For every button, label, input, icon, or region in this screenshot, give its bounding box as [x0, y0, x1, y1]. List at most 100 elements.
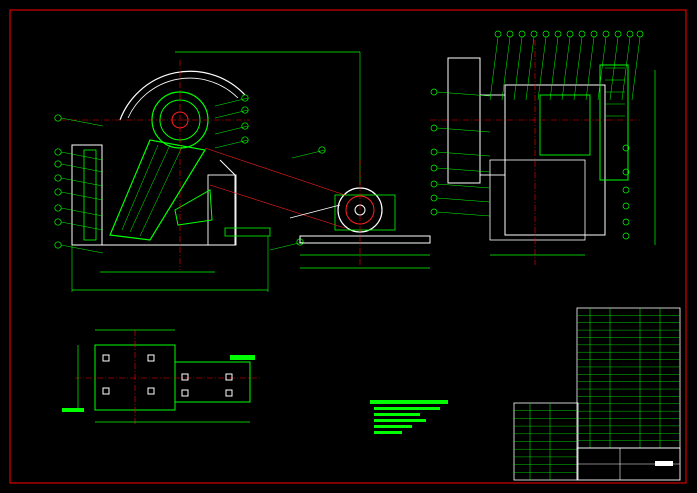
leader-line [436, 211, 491, 217]
pulley-grooves [605, 67, 625, 117]
leader-line [60, 207, 104, 217]
toggle-plate [174, 189, 213, 226]
item-balloon [494, 30, 502, 38]
item-balloon [506, 30, 514, 38]
anchor-bolts [102, 354, 233, 397]
leader-line [60, 177, 104, 187]
item-balloon [430, 164, 438, 172]
note-line [374, 431, 402, 434]
leader-line [436, 197, 491, 203]
item-balloon [622, 232, 630, 240]
leader-line [269, 241, 304, 251]
leader-line [597, 36, 607, 101]
motor-view [204, 147, 431, 270]
item-balloon [542, 30, 550, 38]
item-balloon [430, 180, 438, 188]
foundation-plan [62, 329, 260, 425]
front-view [54, 51, 361, 292]
item-balloon [430, 148, 438, 156]
anchor-bolt [102, 354, 110, 362]
item-balloon [554, 30, 562, 38]
item-balloon [614, 30, 622, 38]
item-balloon [566, 30, 574, 38]
anchor-bolt [225, 389, 233, 397]
note-line [374, 419, 426, 422]
leader-line [631, 36, 641, 101]
item-balloon [636, 30, 644, 38]
item-balloon [430, 88, 438, 96]
leader-line [214, 109, 249, 119]
anchor-bolt [147, 387, 155, 395]
leader-line [436, 167, 491, 173]
note-line [370, 400, 448, 404]
item-balloon [54, 160, 62, 168]
item-balloon [622, 168, 630, 176]
item-balloon [241, 106, 249, 114]
leader-line [436, 91, 491, 97]
technical-notes [370, 400, 448, 434]
leader-line [436, 127, 491, 133]
parts-list-table [576, 307, 681, 449]
leader-line [561, 36, 571, 101]
anchor-bolt [147, 354, 155, 362]
leader-line [513, 36, 523, 101]
drawing-border [9, 9, 687, 484]
anchor-bolt [181, 389, 189, 397]
side-view [430, 30, 656, 265]
front-balloons [54, 94, 326, 254]
fixed-jaw-frame [71, 144, 103, 246]
side-balloons [430, 30, 644, 240]
leader-line [60, 191, 104, 201]
v-belt-lower [209, 184, 346, 229]
item-balloon [54, 114, 62, 122]
revision-table-rows [514, 403, 578, 480]
fixed-jaw-plate [83, 149, 97, 241]
leader-line [621, 36, 631, 101]
item-balloon [530, 30, 538, 38]
rear-frame-block [207, 174, 237, 246]
leader-line [214, 125, 249, 135]
lower-frame-side [489, 159, 586, 241]
leader-line [60, 151, 104, 161]
item-balloon [241, 94, 249, 102]
anchor-bolt [225, 373, 233, 381]
item-balloon [54, 174, 62, 182]
leader-line [501, 36, 511, 101]
flywheel-outline [119, 70, 246, 121]
item-balloon [590, 30, 598, 38]
leader-line [489, 36, 499, 101]
motor-base-rail [299, 235, 431, 244]
anchor-bolt [181, 373, 189, 381]
motor-arm [289, 204, 341, 219]
note-line [374, 413, 420, 416]
flywheel-inner-outline [127, 77, 239, 119]
item-balloon [241, 136, 249, 144]
foundation-label-box [230, 355, 255, 360]
swing-jaw [109, 139, 206, 241]
item-balloon [518, 30, 526, 38]
swing-jaw-hatch [121, 144, 183, 237]
item-balloon [54, 148, 62, 156]
note-line [374, 407, 440, 410]
v-belt-upper [204, 147, 346, 196]
item-balloon [430, 208, 438, 216]
leader-line [609, 36, 619, 101]
item-balloon [602, 30, 610, 38]
title-block [513, 307, 681, 481]
item-balloon [54, 188, 62, 196]
item-balloon [430, 194, 438, 202]
item-balloon [622, 186, 630, 194]
leader-line [549, 36, 559, 101]
motor-housing [334, 194, 396, 231]
swing-jaw-side [539, 94, 591, 156]
leader-line [573, 36, 583, 101]
item-balloon [54, 241, 62, 249]
leader-line [436, 151, 491, 157]
leader-line [214, 97, 249, 107]
note-line [374, 425, 412, 428]
leader-line [60, 221, 104, 231]
foundation-motor-pad [174, 361, 251, 403]
leader-line [60, 117, 104, 127]
item-balloon [430, 124, 438, 132]
